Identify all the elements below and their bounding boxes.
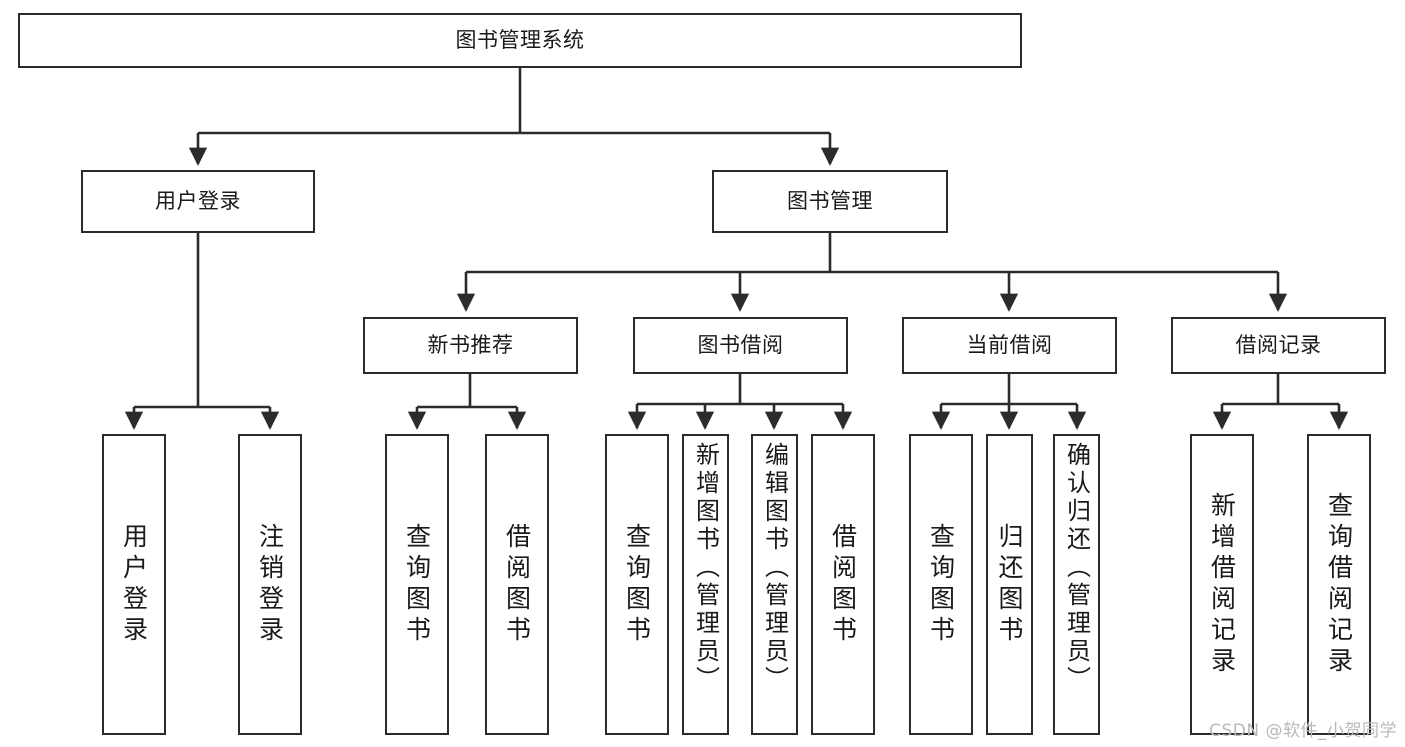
node-label: 新增借阅记录: [1207, 491, 1237, 678]
node-label: 编辑图书（管理员）: [760, 442, 789, 694]
leaf-book-borrow-add[interactable]: 新增图书（管理员）: [682, 434, 729, 735]
node-label: 查询图书: [622, 522, 652, 647]
leaf-current-borrow-return[interactable]: 归还图书: [986, 434, 1033, 735]
leaf-book-borrow-edit[interactable]: 编辑图书（管理员）: [751, 434, 798, 735]
node-label: 注销登录: [255, 522, 285, 647]
node-label: 图书管理: [787, 189, 873, 214]
node-label: 借阅图书: [502, 522, 532, 647]
leaf-current-borrow-confirm[interactable]: 确认归还（管理员）: [1053, 434, 1100, 735]
node-new-book-recommend[interactable]: 新书推荐: [363, 317, 578, 374]
leaf-user-login-logout[interactable]: 注销登录: [238, 434, 302, 735]
leaf-user-login-login[interactable]: 用户登录: [102, 434, 166, 735]
node-label: 查询借阅记录: [1324, 491, 1354, 678]
node-book-borrow[interactable]: 图书借阅: [633, 317, 848, 374]
node-borrow-record[interactable]: 借阅记录: [1171, 317, 1386, 374]
node-label: 新书推荐: [427, 333, 514, 358]
node-user-login[interactable]: 用户登录: [81, 170, 315, 233]
node-label: 借阅图书: [828, 522, 858, 647]
leaf-borrow-record-add[interactable]: 新增借阅记录: [1190, 434, 1254, 735]
node-label: 确认归还（管理员）: [1062, 442, 1091, 694]
node-label: 归还图书: [995, 522, 1024, 647]
node-book-management[interactable]: 图书管理: [712, 170, 948, 233]
node-current-borrow[interactable]: 当前借阅: [902, 317, 1117, 374]
leaf-current-borrow-query[interactable]: 查询图书: [909, 434, 973, 735]
node-label: 借阅记录: [1235, 333, 1322, 358]
node-label: 用户登录: [155, 189, 241, 214]
leaf-book-borrow-query[interactable]: 查询图书: [605, 434, 669, 735]
node-label: 查询图书: [402, 522, 432, 647]
node-label: 图书管理系统: [455, 28, 585, 53]
node-label: 图书借阅: [697, 333, 784, 358]
node-label: 当前借阅: [966, 333, 1053, 358]
leaf-new-book-query[interactable]: 查询图书: [385, 434, 449, 735]
node-label: 用户登录: [119, 522, 149, 647]
leaf-borrow-record-query[interactable]: 查询借阅记录: [1307, 434, 1371, 735]
node-label: 查询图书: [926, 522, 956, 647]
node-root-system[interactable]: 图书管理系统: [18, 13, 1022, 68]
leaf-book-borrow-borrow[interactable]: 借阅图书: [811, 434, 875, 735]
leaf-new-book-borrow[interactable]: 借阅图书: [485, 434, 549, 735]
node-label: 新增图书（管理员）: [691, 442, 720, 694]
